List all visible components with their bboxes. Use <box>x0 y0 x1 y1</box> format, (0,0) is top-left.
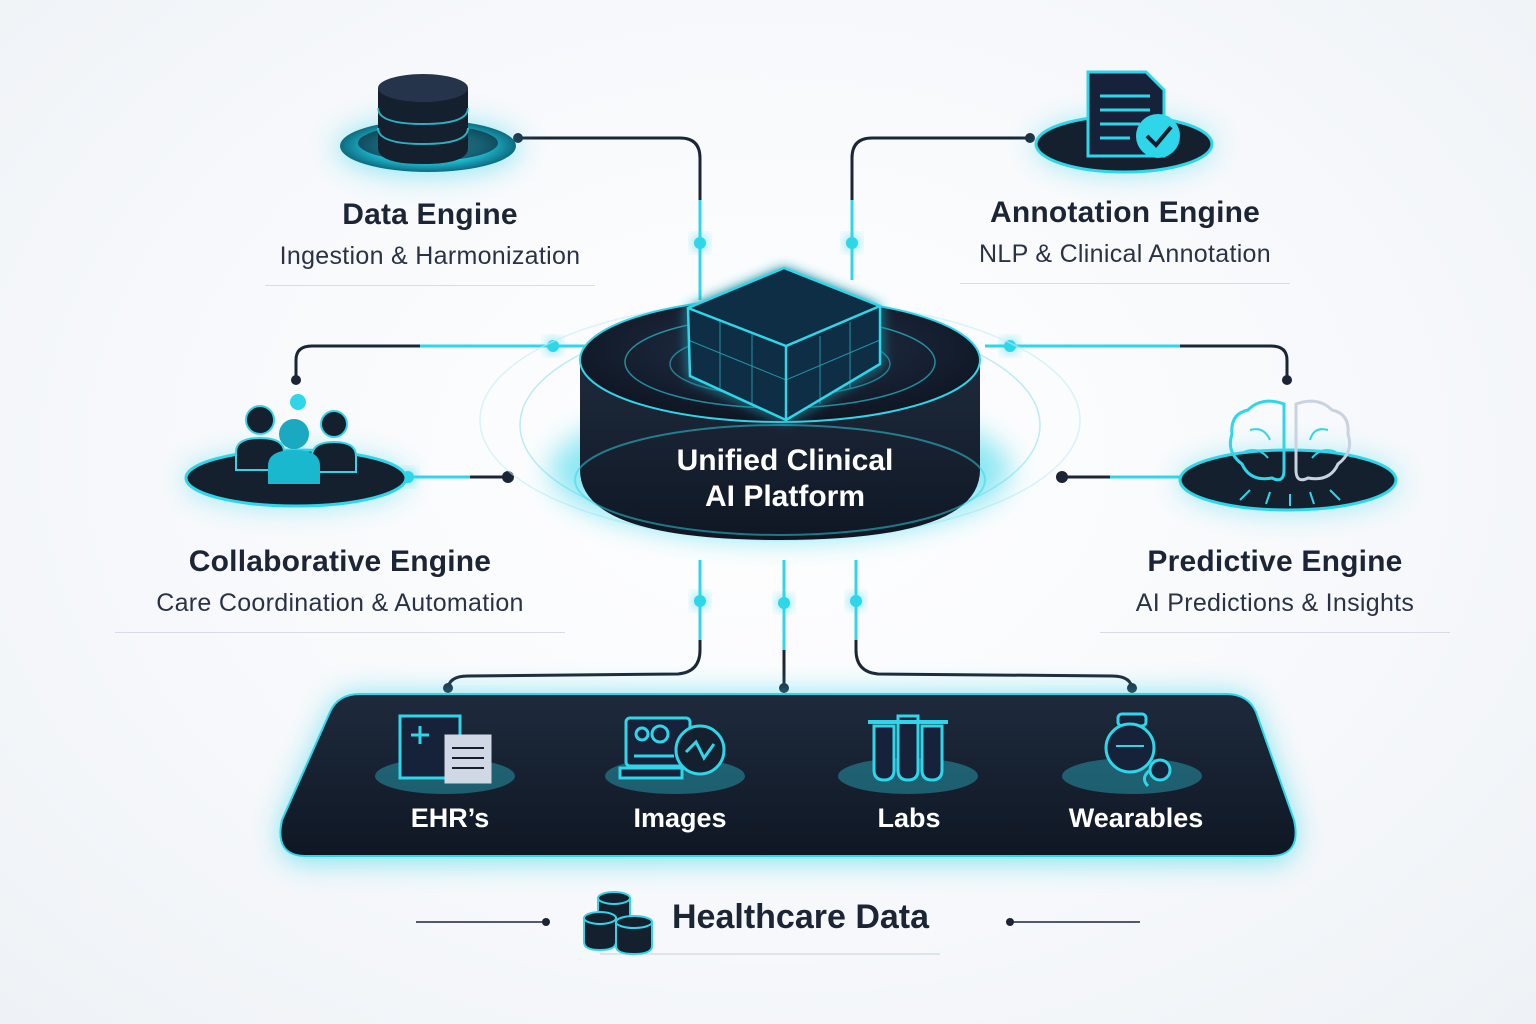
annotation-engine-subtitle: NLP & Clinical Annotation <box>979 240 1271 268</box>
predictive-engine-title: Predictive Engine <box>1147 545 1403 578</box>
predictive-engine-label: Predictive Engine AI Predictions & Insig… <box>1090 545 1460 633</box>
test-tubes-icon <box>868 714 948 782</box>
predictive-engine-node <box>1178 399 1398 512</box>
data-engine-subtitle: Ingestion & Harmonization <box>279 242 581 270</box>
collaborative-engine-subtitle: Care Coordination & Automation <box>156 589 524 617</box>
annotation-engine-node <box>1034 70 1214 174</box>
collaborative-engine-title: Collaborative Engine <box>188 545 492 578</box>
team-icon <box>235 394 357 484</box>
divider <box>265 285 595 286</box>
ehr-record-icon <box>398 714 492 784</box>
platform-title: Unified Clinical AI Platform <box>600 443 970 515</box>
data-engine-label: Data Engine Ingestion & Harmonization <box>265 198 595 286</box>
source-label-wearables: Wearables <box>1068 803 1204 833</box>
brain-icon <box>1228 399 1352 506</box>
source-label-images: Images <box>633 803 727 833</box>
annotation-engine-label: Annotation Engine NLP & Clinical Annotat… <box>955 196 1295 284</box>
healthcare-data-title: Healthcare Data <box>672 898 930 936</box>
database-icon <box>377 74 469 164</box>
document-check-icon <box>1086 70 1180 158</box>
platform-title-line1: Unified Clinical <box>676 444 894 477</box>
data-engine-title: Data Engine <box>342 198 518 231</box>
data-sources-panel <box>279 693 1297 862</box>
wearable-device-icon <box>1104 712 1172 788</box>
divider <box>115 632 565 633</box>
database-stack-icon <box>583 891 653 956</box>
source-label-ehr: EHR’s <box>410 803 490 833</box>
source-label-labs: Labs <box>877 803 941 833</box>
annotation-engine-title: Annotation Engine <box>989 196 1261 229</box>
cube-icon <box>686 266 882 422</box>
medical-image-icon <box>618 716 726 780</box>
divider <box>1100 632 1450 633</box>
healthcare-data-footer <box>416 891 1140 956</box>
data-engine-node <box>336 74 520 176</box>
divider <box>960 283 1290 284</box>
central-platform <box>479 266 1081 541</box>
predictive-engine-subtitle: AI Predictions & Insights <box>1135 589 1415 617</box>
collaborative-engine-node <box>184 394 408 508</box>
collaborative-engine-label: Collaborative Engine Care Coordination &… <box>110 545 570 633</box>
platform-title-line2: AI Platform <box>704 480 866 513</box>
